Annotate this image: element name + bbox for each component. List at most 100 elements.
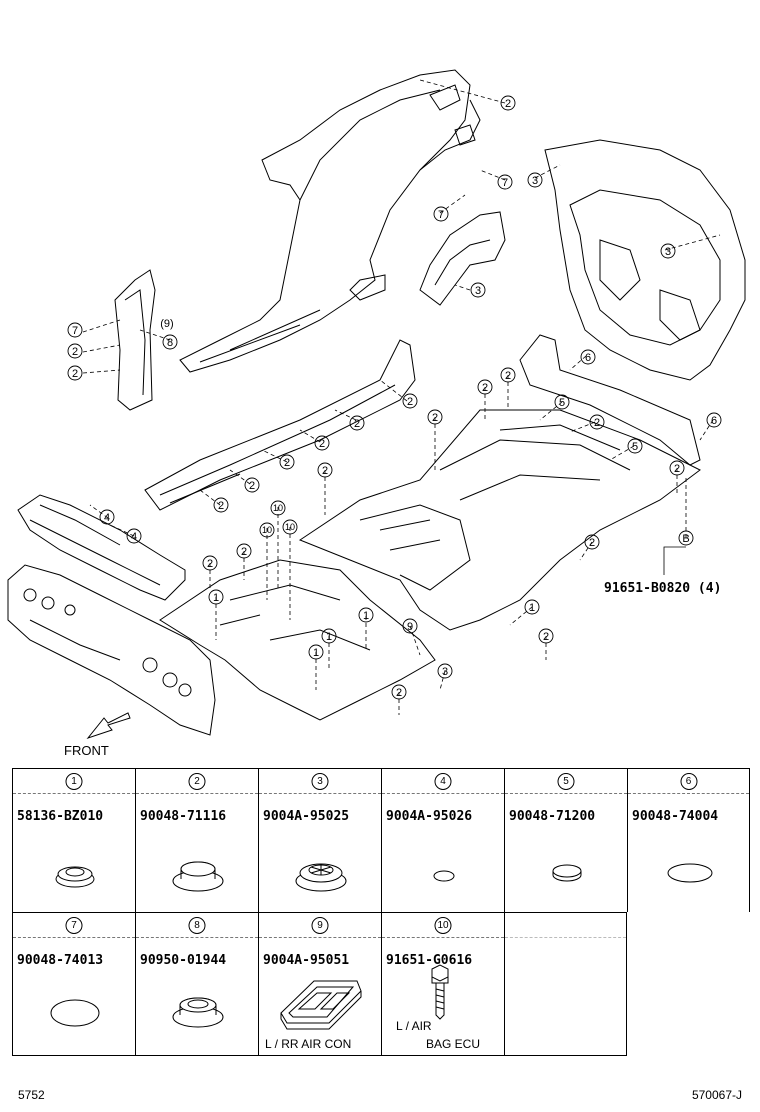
callout-7: 7 bbox=[72, 325, 78, 337]
part-cell-5: 5 90048-71200 bbox=[504, 768, 627, 912]
callout-2: 2 bbox=[319, 438, 325, 450]
part-key-4: 4 bbox=[434, 773, 452, 790]
callout-4: 4 bbox=[131, 531, 137, 543]
part-cell-2: 2 90048-71116 bbox=[135, 768, 258, 912]
callout-2: 2 bbox=[589, 537, 595, 549]
part-number-7: 90048-74013 bbox=[17, 953, 104, 968]
grommet-icon bbox=[55, 866, 95, 888]
grommet-icon bbox=[172, 997, 224, 1028]
part-cell-9: 9 9004A-95051 L / RR AIR CON bbox=[258, 912, 381, 1056]
part-cell-10: 10 91651-G0616 L / AIR BAG ECU bbox=[381, 912, 504, 1056]
leader-lines bbox=[82, 79, 721, 715]
callout-2: 2 bbox=[241, 546, 247, 558]
front-label: FRONT bbox=[64, 743, 109, 758]
rear-floor-pan bbox=[298, 409, 701, 631]
callout-5: 5 bbox=[632, 441, 638, 453]
part-number-9: 9004A-95051 bbox=[263, 953, 350, 968]
part-number-8: 90950-01944 bbox=[140, 953, 227, 968]
plug-disc-icon bbox=[552, 864, 582, 882]
tape-disc-icon bbox=[667, 863, 713, 883]
part-cell-8: 8 90950-01944 bbox=[135, 912, 258, 1056]
part-note-10-line1: L / AIR bbox=[396, 1019, 432, 1033]
callout-3: 3 bbox=[532, 175, 538, 187]
callout-2: 2 bbox=[505, 98, 511, 110]
callout-2: 2 bbox=[72, 368, 78, 380]
callout-2: 2 bbox=[432, 412, 438, 424]
part-number-1: 58136-BZ010 bbox=[17, 809, 104, 824]
front-pillar bbox=[114, 269, 156, 411]
parts-row-1: 1 58136-BZ010 2 90048-71116 3 9004A-9502… bbox=[12, 768, 752, 912]
body-side-panel bbox=[179, 69, 481, 373]
callout-1: 1 bbox=[326, 631, 332, 643]
dash-panel bbox=[7, 564, 216, 736]
part-cell-1: 1 58136-BZ010 bbox=[12, 768, 135, 912]
part-number-10: 91651-G0616 bbox=[386, 953, 473, 968]
callout-5: 5 bbox=[559, 397, 565, 409]
part-note-10-line2: BAG ECU bbox=[426, 1037, 481, 1051]
callout-2: 2 bbox=[543, 631, 549, 643]
callout-2: 2 bbox=[505, 370, 511, 382]
part-key-6: 6 bbox=[680, 773, 697, 790]
callout-3: 3 bbox=[475, 285, 481, 297]
bolt-part-number: 91651-B0820 (4) bbox=[604, 581, 721, 596]
part-cell-4: 4 9004A-95026 bbox=[381, 768, 504, 912]
callout-4: 4 bbox=[104, 512, 110, 524]
callout-6: 6 bbox=[585, 352, 591, 364]
wheel-arch-panel bbox=[419, 211, 506, 306]
callout-10: 10 bbox=[262, 525, 272, 535]
bolt-icon bbox=[431, 964, 449, 1020]
callout-2: 2 bbox=[284, 457, 290, 469]
part-number-4: 9004A-95026 bbox=[386, 809, 473, 824]
callout-2: 2 bbox=[218, 500, 224, 512]
diagram-code: 570067-J bbox=[691, 1088, 742, 1102]
callout-2: 2 bbox=[322, 465, 328, 477]
callout-8: 8 bbox=[167, 337, 173, 349]
front-arrow-icon bbox=[86, 712, 131, 740]
part-note-9: L / RR AIR CON bbox=[265, 1037, 352, 1051]
callout-2: 2 bbox=[407, 396, 413, 408]
callout-1: 1 bbox=[529, 602, 535, 614]
callout-2: 2 bbox=[72, 346, 78, 358]
part-cell-6: 6 90048-74004 bbox=[627, 768, 750, 912]
part-cell-empty bbox=[504, 912, 627, 1056]
callout-2: 2 bbox=[674, 463, 680, 475]
callout-circles bbox=[67, 95, 722, 700]
rocker-rail bbox=[144, 339, 416, 511]
part-cell-7: 7 90048-74013 bbox=[12, 912, 135, 1056]
exploded-parts-diagram: 2 7 7 3 3 3 7 2 2 8 2 2 2 2 2 2 2 2 2 2 … bbox=[7, 69, 746, 758]
part-number-3: 9004A-95025 bbox=[263, 809, 350, 824]
callout-2: 2 bbox=[594, 417, 600, 429]
part-key-3: 3 bbox=[311, 773, 329, 790]
callout-9: 9 bbox=[407, 621, 413, 633]
callout-10: 10 bbox=[273, 503, 283, 513]
callout-1: 1 bbox=[363, 610, 369, 622]
callout-b: B bbox=[682, 533, 689, 545]
callout-3: 3 bbox=[665, 246, 671, 258]
hole-plug-icon bbox=[172, 861, 224, 892]
part-key-10: 10 bbox=[434, 917, 452, 934]
part-key-5: 5 bbox=[557, 773, 575, 790]
callout-2: 2 bbox=[396, 687, 402, 699]
part-number-6: 90048-74004 bbox=[632, 809, 719, 824]
tape-disc-icon bbox=[50, 999, 100, 1027]
front-floor-pan bbox=[159, 559, 436, 721]
cowl-panel bbox=[17, 494, 186, 601]
callout-2: 2 bbox=[249, 480, 255, 492]
callout-6: 6 bbox=[711, 415, 717, 427]
part-key-1: 1 bbox=[65, 773, 83, 790]
tape-disc-icon bbox=[433, 870, 455, 882]
part-number-2: 90048-71116 bbox=[140, 809, 227, 824]
callout-2: 2 bbox=[354, 418, 360, 430]
page-code: 5752 bbox=[18, 1088, 45, 1102]
callout-2: 2 bbox=[207, 558, 213, 570]
callout-7: 7 bbox=[502, 177, 508, 189]
part-key-8: 8 bbox=[188, 917, 206, 934]
callout-2: 2 bbox=[482, 382, 488, 394]
parts-table: 1 58136-BZ010 2 90048-71116 3 9004A-9502… bbox=[12, 768, 752, 1056]
callout-numbers: 2 7 7 3 3 3 7 2 2 8 2 2 2 2 2 2 2 2 2 2 … bbox=[72, 98, 717, 699]
callout-1: 1 bbox=[313, 647, 319, 659]
parts-row-2: 7 90048-74013 8 90950-01944 9 9004A-9505… bbox=[12, 912, 628, 1056]
callout-9-paren: (9) bbox=[160, 318, 173, 330]
part-cell-3: 3 9004A-95025 bbox=[258, 768, 381, 912]
grommet-icon bbox=[295, 863, 347, 892]
